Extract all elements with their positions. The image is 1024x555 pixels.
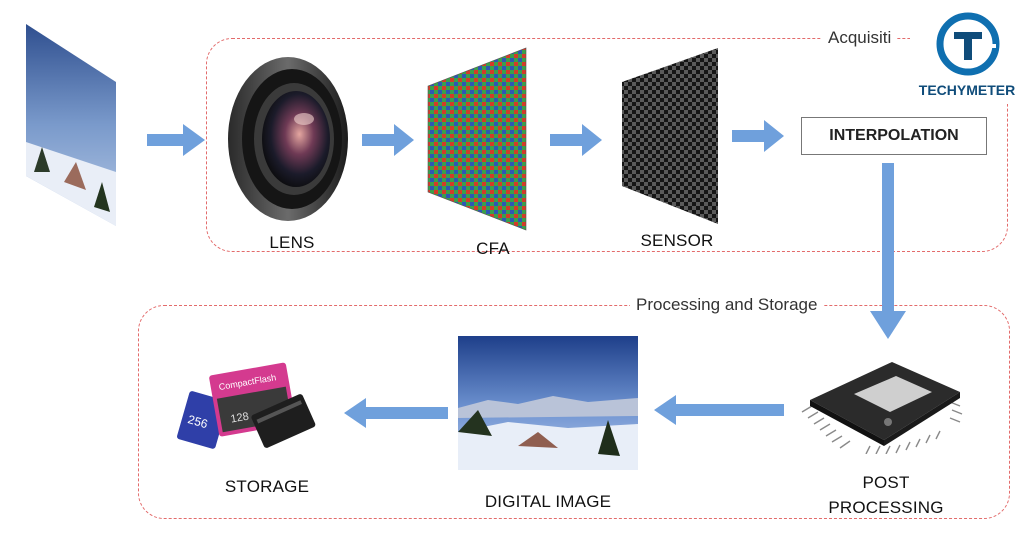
cfa-image bbox=[427, 47, 527, 231]
label-post-line2: PROCESSING bbox=[828, 498, 944, 517]
memory-cards-image: 256 CompactFlash 128 bbox=[177, 362, 316, 449]
processing-group bbox=[138, 305, 1010, 519]
label-digital-image: DIGITAL IMAGE bbox=[484, 492, 612, 511]
lens-image bbox=[228, 57, 348, 221]
arrow-cfa-to-sensor bbox=[550, 124, 602, 156]
arrow-scene-to-lens bbox=[147, 124, 205, 156]
label-sensor: SENSOR bbox=[640, 231, 714, 250]
acquisition-title: Acquisiti bbox=[822, 28, 898, 48]
label-storage: STORAGE bbox=[224, 477, 310, 496]
processor-chip-image bbox=[801, 362, 963, 454]
acquisition-group bbox=[206, 38, 1008, 252]
svg-text:256: 256 bbox=[186, 412, 209, 431]
arrow-interpolation-to-post bbox=[870, 163, 906, 339]
logo-text: TECHYMETER bbox=[918, 82, 1016, 98]
arrow-digital-to-storage bbox=[344, 398, 448, 428]
label-post-line1: POST bbox=[862, 473, 910, 492]
scene-image bbox=[26, 24, 116, 226]
logo-mark-icon bbox=[936, 12, 1000, 76]
techymeter-logo: TECHYMETER bbox=[910, 12, 1024, 104]
interpolation-box: INTERPOLATION bbox=[801, 117, 987, 155]
svg-text:128: 128 bbox=[230, 411, 250, 426]
label-lens: LENS bbox=[269, 233, 315, 252]
digital-image bbox=[458, 336, 638, 470]
label-cfa: CFA bbox=[476, 239, 510, 258]
arrow-post-to-digital bbox=[654, 395, 784, 425]
arrow-lens-to-cfa bbox=[362, 124, 414, 156]
processing-title: Processing and Storage bbox=[630, 295, 824, 315]
sensor-image bbox=[622, 48, 718, 224]
arrow-sensor-to-interpolation bbox=[732, 120, 784, 152]
